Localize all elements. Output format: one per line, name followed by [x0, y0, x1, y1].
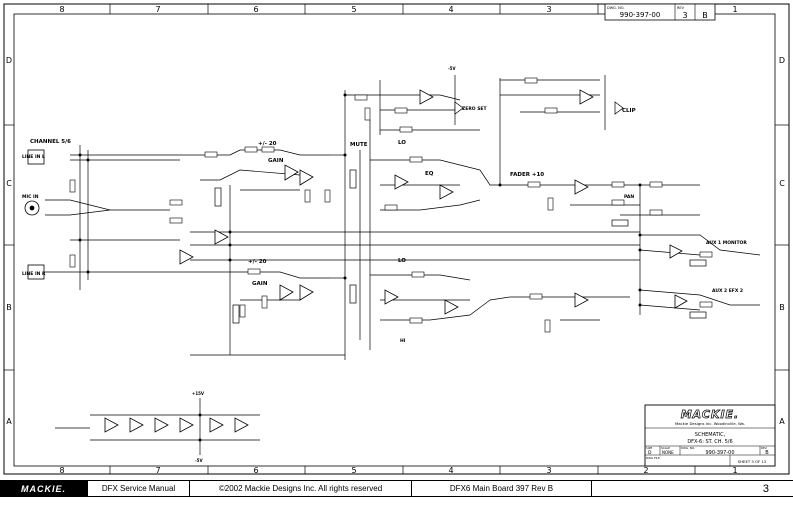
title-block: MACKIE. Mackie Designs Inc. Woodinville,…: [644, 404, 776, 467]
size-caption: SIZE: [646, 446, 653, 450]
col-label-7-bottom: 7: [155, 466, 160, 475]
col-label-1-top: 1: [732, 5, 737, 14]
col-label-1-bottom: 1: [732, 466, 737, 475]
row-label-d-left: D: [6, 56, 12, 65]
neg5v-top-label: -5V: [448, 66, 456, 71]
dwg-file-caption: DWG FILE: [646, 456, 660, 460]
title-line1: SCHEMATIC,: [695, 432, 726, 438]
led-indicators: [454, 101, 624, 115]
col-label-5-bottom: 5: [351, 466, 356, 475]
op-amps: [104, 89, 688, 433]
passive-components: [69, 77, 713, 333]
sheet-number: 3: [682, 11, 687, 20]
dwg-number: 990-397-00: [620, 11, 661, 19]
outer-frame: [3, 3, 790, 475]
row-label-b-right: B: [779, 303, 785, 312]
row-label-a-left: A: [6, 417, 12, 426]
mute-label: MUTE: [350, 142, 368, 148]
row-label-c-left: C: [6, 179, 12, 188]
grid-ticks: [4, 4, 789, 474]
revision-tb: B: [765, 450, 769, 456]
scale-caption: SCALE: [661, 446, 670, 450]
aux2-label: AUX 2 EFX 2: [712, 288, 743, 294]
col-label-2-bottom: 2: [643, 466, 648, 475]
dwg-number-tb: 990-397-00: [705, 450, 734, 456]
gain-top-label: GAIN: [268, 158, 284, 164]
line-in-l-label: LINE IN L: [22, 154, 45, 160]
mackie-logo: MACKIE.: [681, 408, 740, 421]
footer-copyright: ©2002 Mackie Designs Inc. All rights res…: [190, 481, 412, 496]
zero-set-label: ZERO SET: [462, 106, 488, 112]
plus15v-label: +15V: [192, 391, 205, 396]
col-label-8-top: 8: [59, 5, 64, 14]
footer-board-name: DFX6 Main Board 397 Rev B: [412, 481, 592, 496]
mic-in-label: MIC IN: [22, 194, 39, 200]
potentiometers: [214, 169, 707, 324]
gain-bottom-label: GAIN: [252, 281, 268, 287]
col-label-8-bottom: 8: [59, 466, 64, 475]
footer-page-number: 3: [762, 482, 769, 495]
footer-manual-title: DFX Service Manual: [88, 481, 190, 496]
drawing-number-box: DWG. NO. 990-397-00 REV 3 B: [604, 3, 716, 21]
row-label-b-left: B: [6, 303, 12, 312]
schematic-drawing: 8 7 6 5 4 3 1 8 7 6 5 4 3 2 1 D C B A D …: [3, 3, 790, 475]
size-value: D: [648, 450, 652, 456]
aux1-label: AUX 1 MONITOR: [706, 240, 747, 246]
company-line: Mackie Designs Inc. Woodinville, Wa.: [675, 421, 745, 426]
row-label-c-right: C: [779, 179, 785, 188]
pan-label: PAN: [624, 194, 634, 200]
hi-label: HI: [400, 338, 406, 344]
col-label-4-bottom: 4: [448, 466, 453, 475]
col-label-3-bottom: 3: [546, 466, 551, 475]
channel-label: CHANNEL 5/6: [30, 139, 71, 145]
neg5v-bottom-label: -5V: [195, 458, 203, 463]
page-footer: MACKIE. DFX Service Manual ©2002 Mackie …: [0, 480, 793, 497]
col-label-6-bottom: 6: [253, 466, 258, 475]
lo-top-label: LO: [398, 140, 406, 146]
lo-bottom-label: LO: [398, 258, 406, 264]
rev-caption-tb: REV.: [761, 446, 767, 450]
revision: B: [702, 11, 708, 20]
junction-dots: [78, 93, 642, 442]
col-label-4-top: 4: [448, 5, 453, 14]
input-jacks: [24, 149, 45, 280]
fader-label: FADER +10: [510, 172, 544, 178]
footer-brand-logo: MACKIE.: [0, 481, 88, 496]
dwg-no-caption-tb: DWG. NO.: [681, 446, 695, 450]
title-line2: DFX-6: ST. CH. 5/6: [687, 439, 732, 445]
inner-frame: [13, 13, 776, 467]
col-label-7-top: 7: [155, 5, 160, 14]
sheet-of: SHEET 3 OF 13: [738, 459, 767, 464]
pm20-top-label: +/- 20: [258, 141, 277, 147]
col-label-6-top: 6: [253, 5, 258, 14]
col-label-5-top: 5: [351, 5, 356, 14]
clip-label: CLIP: [622, 108, 636, 114]
eq-label: EQ: [425, 171, 434, 177]
col-label-3-top: 3: [546, 5, 551, 14]
row-label-d-right: D: [779, 56, 785, 65]
pm20-bottom-label: +/- 20: [248, 259, 267, 265]
scale-value: NONE: [662, 450, 674, 455]
line-in-r-label: LINE IN R: [22, 271, 46, 277]
rev-caption: REV: [677, 6, 685, 10]
dwg-no-caption: DWG. NO.: [607, 6, 624, 10]
row-label-a-right: A: [779, 417, 785, 426]
